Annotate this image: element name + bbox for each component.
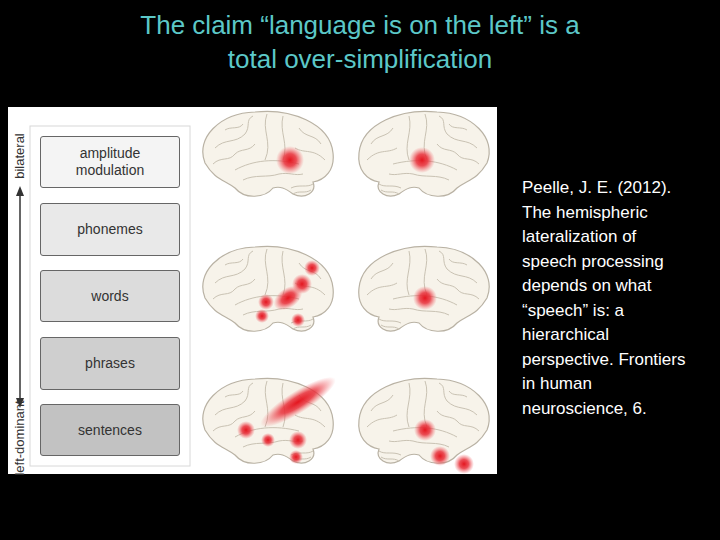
axis-arrow [16, 186, 24, 408]
citation-text: Peelle, J. E. (2012). The hemispheric la… [522, 176, 692, 421]
brain-illustration [359, 111, 489, 196]
level-box: phonemes [40, 203, 180, 256]
brain-illustration [359, 246, 489, 331]
figure-panel [8, 107, 497, 474]
level-label: phrases [85, 355, 135, 372]
activation-blobs [237, 146, 474, 474]
level-box: phrases [40, 337, 180, 390]
axis-label: left-dominant [12, 388, 28, 488]
level-box: sentences [40, 404, 180, 456]
brain-illustration [203, 111, 333, 196]
level-frame [30, 126, 190, 466]
axis-label: bilateral [12, 106, 28, 206]
brain-illustration [203, 246, 333, 331]
level-label: words [91, 288, 128, 305]
level-label: amplitude modulation [55, 145, 165, 179]
slide-title: The claim “language is on the left” is a… [116, 8, 604, 76]
brain-illustration [359, 378, 489, 463]
level-label: sentences [78, 422, 142, 439]
level-label: phonemes [77, 221, 142, 238]
level-box: words [40, 270, 180, 322]
level-box: amplitude modulation [40, 136, 180, 188]
